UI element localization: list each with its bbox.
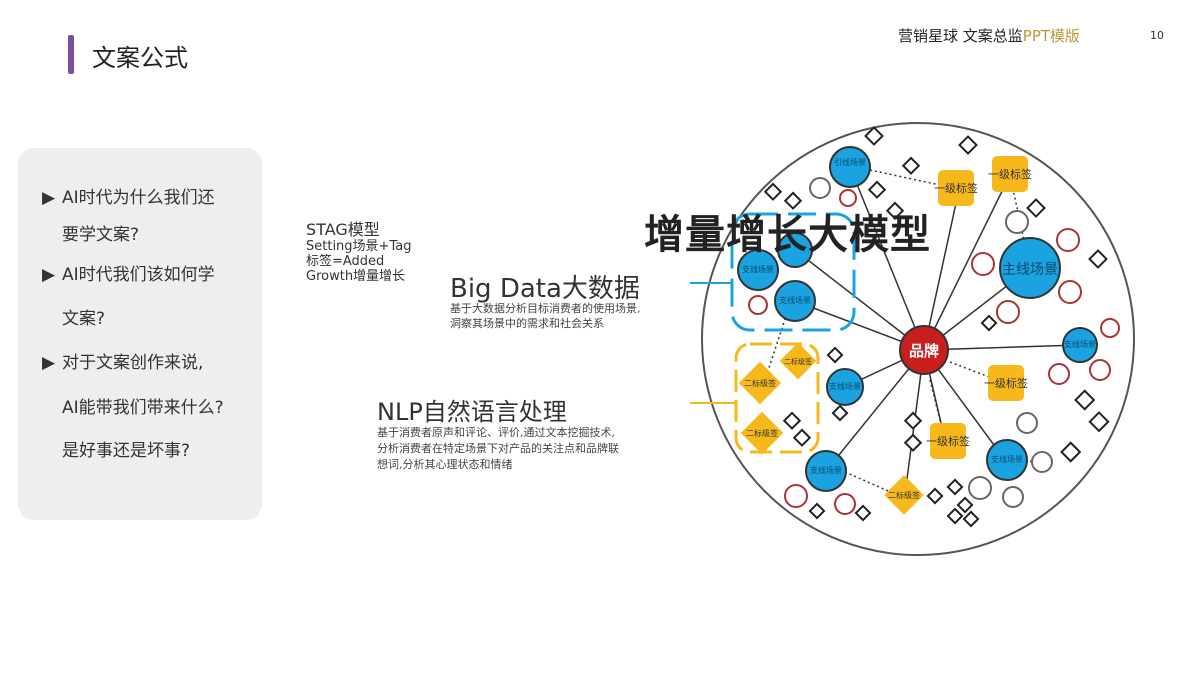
question-3-line-1: 对于文案创作来说, — [62, 353, 204, 373]
branch-scene-node: 支线场景 — [826, 368, 864, 406]
level2-tag: 二标级签 — [779, 342, 817, 380]
question-3-line-2: AI能带我们带来什么? — [62, 398, 224, 418]
svg-text:支线场景: 支线场景 — [1064, 339, 1096, 349]
level1-tag: 一级标签 — [984, 365, 1028, 401]
level1-tag: 一级标签 — [926, 423, 970, 459]
question-2-line-1: AI时代我们该如何学 — [62, 265, 215, 285]
stag-title: STAG模型 — [306, 220, 380, 239]
svg-text:支线场景: 支线场景 — [991, 454, 1023, 464]
growth-model-diagram: 引线场景 支线场景 支线场景 主线场景 支线场景 支线场景 支线场景 支线场景 … — [690, 122, 1135, 556]
title-accent-bar — [68, 35, 74, 74]
question-3-line-3: 是好事还是坏事? — [62, 441, 191, 461]
stag-line-2: 标签=Added — [306, 254, 385, 269]
svg-text:二标级签: 二标级签 — [746, 428, 778, 438]
svg-text:一级标签: 一级标签 — [926, 434, 970, 448]
svg-text:二标级签: 二标级签 — [888, 490, 920, 500]
question-1-line-1: AI时代为什么我们还 — [62, 188, 215, 208]
growth-model-overlay-title: 增量增长大模型 — [644, 211, 931, 258]
svg-text:支线场景: 支线场景 — [829, 381, 861, 391]
svg-text:二标级签: 二标级签 — [784, 357, 812, 366]
question-3-cont: AI能带我们带来什么? — [42, 397, 224, 419]
svg-text:品牌: 品牌 — [909, 342, 939, 360]
minor-tag-diamonds — [763, 126, 1110, 528]
branch-scene-node: 支线场景 — [986, 439, 1028, 481]
bullet-triangle-icon: ▶ — [42, 353, 56, 373]
bullet-triangle-icon: ▶ — [42, 188, 56, 208]
stag-line-1: Setting场景+Tag — [306, 239, 412, 254]
svg-text:主线场景: 主线场景 — [1002, 262, 1058, 278]
question-3-cont-2: 是好事还是坏事? — [42, 440, 190, 462]
bullet-triangle-icon: ▶ — [42, 265, 56, 285]
page-number: 10 — [1150, 29, 1164, 42]
big-data-description: 基于大数据分析目标消费者的使用场景,洞察其场景中的需求和社会关系 — [450, 302, 641, 330]
svg-text:一级标签: 一级标签 — [988, 167, 1032, 181]
nlp-title: NLP自然语言处理 — [377, 398, 567, 426]
minor-circles — [748, 177, 1120, 515]
svg-text:引线场景: 引线场景 — [834, 157, 866, 167]
svg-text:一级标签: 一级标签 — [934, 181, 978, 195]
level1-tag: 一级标签 — [934, 170, 978, 206]
question-2-line-2: 文案? — [62, 309, 106, 329]
svg-text:一级标签: 一级标签 — [984, 376, 1028, 390]
question-1-cont: 要学文案? — [42, 224, 139, 246]
question-1-line-2: 要学文案? — [62, 225, 140, 245]
page-title: 文案公式 — [92, 44, 188, 72]
svg-text:支线场景: 支线场景 — [810, 465, 842, 475]
svg-text:支线场景: 支线场景 — [779, 295, 811, 305]
question-2-cont: 文案? — [42, 308, 105, 330]
svg-text:支线场景: 支线场景 — [742, 264, 774, 274]
stag-line-3: Growth增量增长 — [306, 269, 406, 284]
branch-scene-node — [777, 232, 813, 268]
question-1: ▶ AI时代为什么我们还 — [42, 187, 215, 209]
main-scene-node: 主线场景 — [999, 237, 1061, 299]
svg-text:二标级签: 二标级签 — [744, 378, 776, 388]
brand-label: 营销星球 文案总监PPT模版 — [898, 25, 1080, 46]
branch-scene-node: 支线场景 — [774, 280, 816, 322]
brand-main: 营销星球 文案总监 — [898, 27, 1023, 45]
questions-panel — [18, 148, 262, 520]
big-data-highlight — [730, 212, 856, 332]
branch-scene-node: 支线场景 — [805, 450, 847, 492]
level2-tag: 二标级签 — [884, 475, 924, 515]
big-data-title: Big Data大数据 — [450, 274, 640, 304]
stag-model: STAG模型 Setting场景+Tag 标签=Added Growth增量增长 — [306, 220, 411, 284]
branch-scene-node: 支线场景 — [737, 249, 779, 291]
brand-center-node: 品牌 — [899, 325, 949, 375]
brand-accent: PPT模版 — [1022, 27, 1081, 45]
level1-tag: 一级标签 — [988, 156, 1032, 192]
branch-scene-node: 支线场景 — [1062, 327, 1098, 363]
nlp-description: 基于消费者原声和评论、评价,通过文本挖掘技术,分析消费者在特定场景下对产品的关注… — [377, 426, 619, 471]
question-3: ▶ 对于文案创作来说, — [42, 352, 203, 374]
guide-scene-node: 引线场景 — [829, 146, 871, 188]
question-2: ▶ AI时代我们该如何学 — [42, 264, 215, 286]
